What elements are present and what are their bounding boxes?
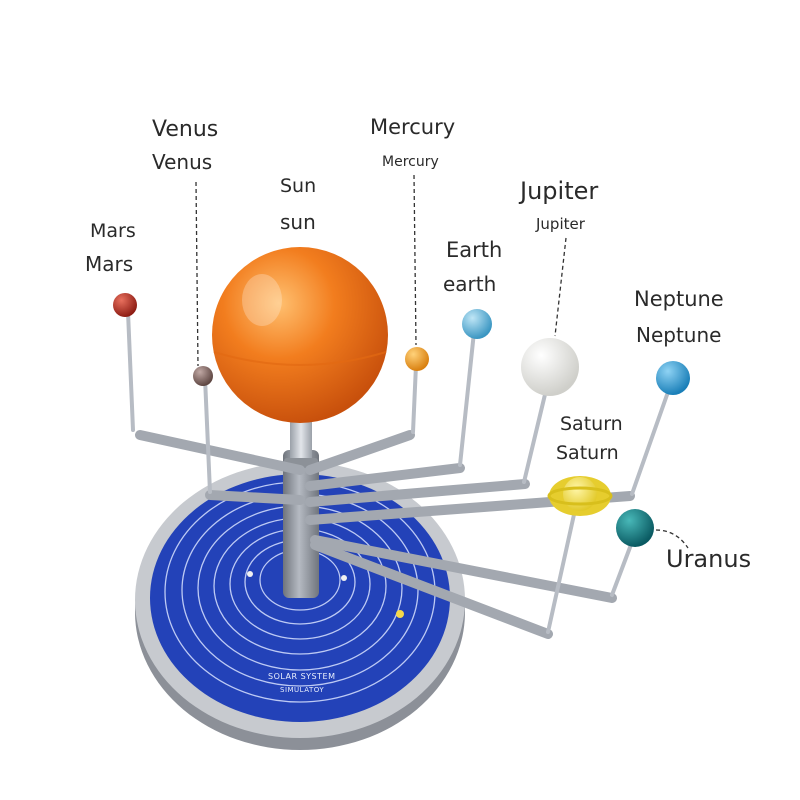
planet-rods <box>126 310 670 634</box>
label-neptune-secondary: Neptune <box>636 323 722 347</box>
label-mars-secondary: Mars <box>85 252 134 276</box>
mercury-ball <box>405 347 429 371</box>
label-mercury: Mercury <box>370 115 456 139</box>
label-jupiter: Jupiter <box>520 177 599 205</box>
label-venus-secondary: Venus <box>152 150 213 174</box>
label-venus: Venus <box>152 117 219 142</box>
base-subtitle: SIMULATOY <box>280 686 325 694</box>
label-mercury-secondary: Mercury <box>382 154 439 170</box>
label-earth: Earth <box>446 238 503 262</box>
uranus-ball <box>616 509 654 547</box>
base-stand <box>135 462 465 750</box>
label-saturn: Saturn <box>560 413 623 435</box>
label-mars: Mars <box>90 220 136 242</box>
saturn-ball <box>547 476 613 516</box>
sun-sphere <box>212 247 388 423</box>
label-uranus: Uranus <box>666 545 752 573</box>
label-earth-secondary: earth <box>443 272 497 296</box>
label-sun-secondary: sun <box>280 210 316 234</box>
central-pole <box>283 420 319 598</box>
earth-ball <box>462 309 492 339</box>
venus-ball <box>193 366 213 386</box>
label-neptune: Neptune <box>634 287 724 311</box>
label-jupiter-secondary: Jupiter <box>536 215 585 233</box>
label-sun: Sun <box>280 175 317 197</box>
leader-lines <box>195 174 689 549</box>
mars-ball <box>113 293 137 317</box>
label-saturn-secondary: Saturn <box>556 442 619 464</box>
neptune-ball <box>656 361 690 395</box>
base-title: SOLAR SYSTEM <box>268 672 336 681</box>
jupiter-ball <box>521 338 579 396</box>
